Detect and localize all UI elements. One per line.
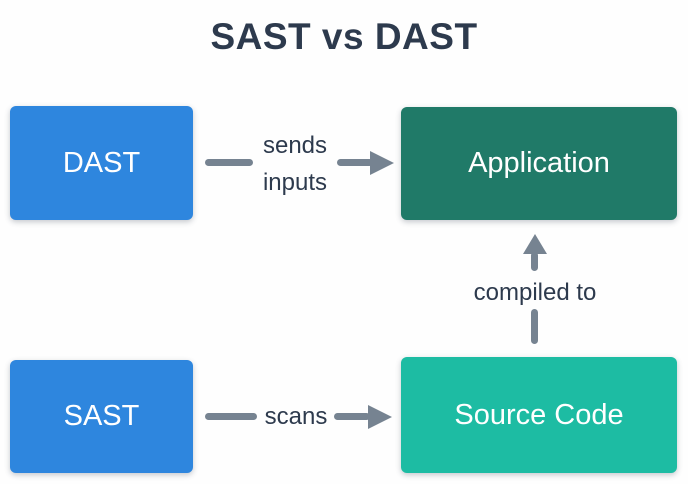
edge-dast-application-label: sends inputs	[250, 127, 340, 201]
edge-label-line: sends	[262, 132, 328, 159]
node-application-label: Application	[468, 147, 610, 179]
node-sast-label: SAST	[63, 400, 140, 432]
edge-sast-sourcecode-line-left	[205, 413, 257, 420]
node-source-code-label: Source Code	[454, 398, 624, 431]
node-sast: SAST	[10, 360, 193, 473]
arrowhead-right-icon	[370, 151, 394, 175]
edge-dast-application-line-left	[205, 159, 253, 166]
edge-sourcecode-application-line-top	[531, 252, 538, 271]
edge-label-line: inputs	[262, 169, 328, 196]
node-source-code: Source Code	[401, 357, 677, 473]
arrowhead-up-icon	[523, 234, 547, 254]
edge-sast-sourcecode-label: scans	[264, 403, 328, 430]
edge-sast-sourcecode-line-right	[334, 413, 370, 420]
edge-dast-application-line-right	[337, 159, 373, 166]
diagram-title: SAST vs DAST	[210, 16, 478, 57]
node-dast: DAST	[10, 106, 193, 220]
node-application: Application	[401, 107, 677, 220]
arrowhead-right-icon	[368, 405, 392, 429]
edge-sourcecode-application-line-bottom	[531, 309, 538, 344]
edge-sourcecode-application-label: compiled to	[473, 279, 597, 306]
node-dast-label: DAST	[62, 146, 141, 179]
